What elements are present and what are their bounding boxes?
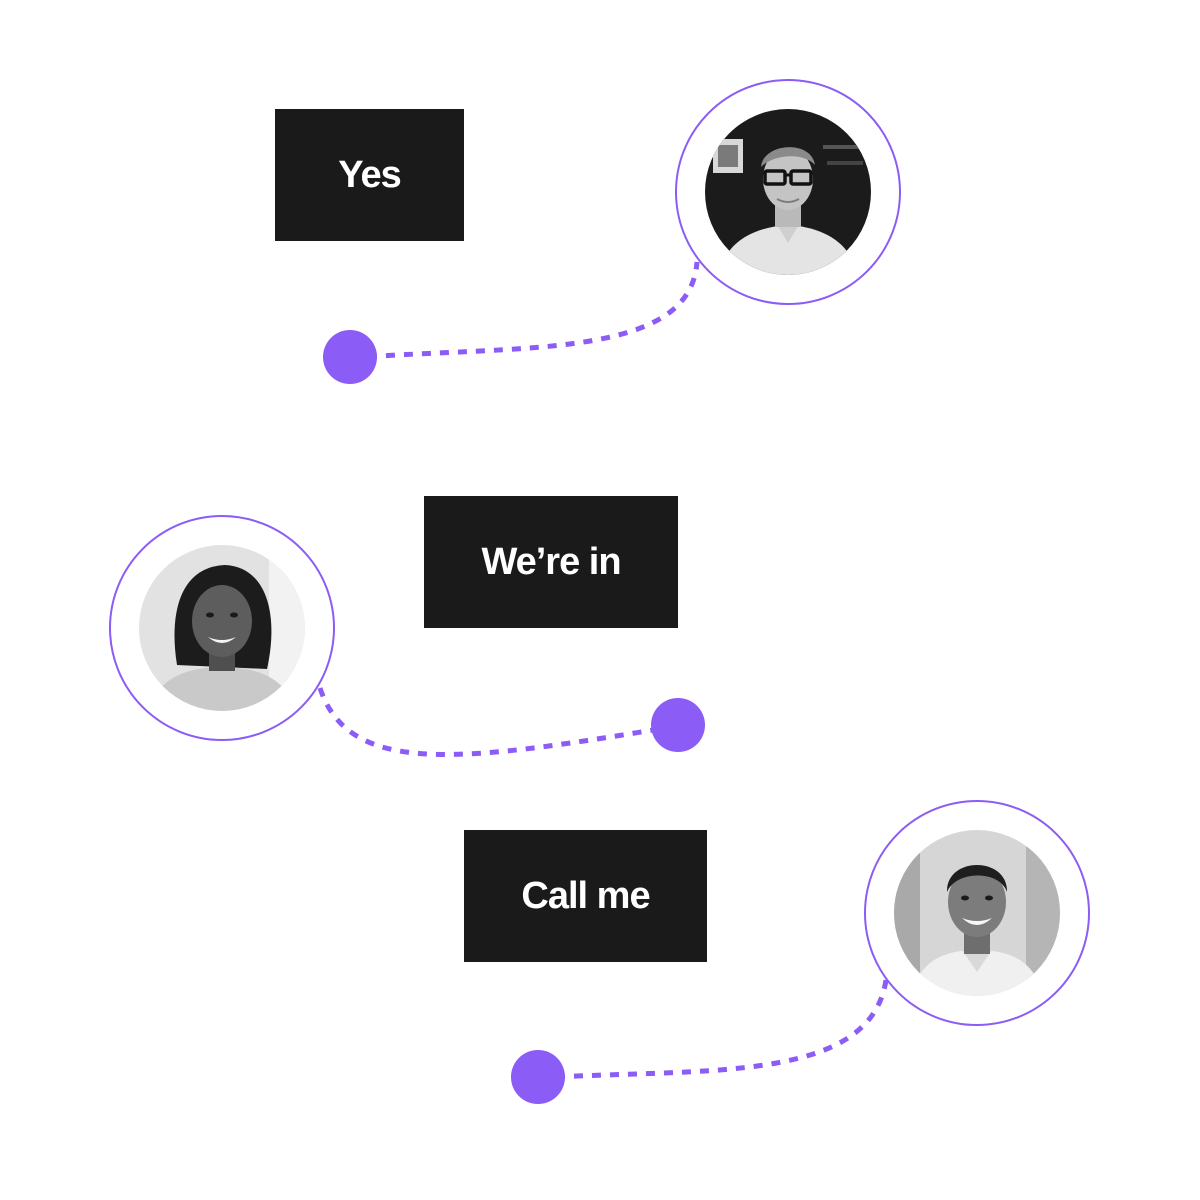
connector-dot-2[interactable] [651,698,705,752]
avatar-man-glasses [705,109,871,275]
connector-path-1 [349,261,700,361]
connector-dot-3[interactable] [511,1050,565,1104]
message-text: Call me [521,874,650,917]
person-photo-icon [894,830,1060,996]
message-text: Yes [338,153,402,196]
message-label-were-in: We’re in [424,496,678,628]
avatar-ring [109,515,335,741]
avatar-ring [675,79,901,305]
connector-path-2 [317,687,679,757]
avatar-smiling-man [894,830,1060,996]
person-photo-icon [705,109,871,275]
message-label-call-me: Call me [464,830,707,962]
message-text: We’re in [481,540,621,583]
message-label-yes: Yes [275,109,464,241]
avatar-ring [864,800,1090,1026]
avatar-smiling-woman [139,545,305,711]
connector-path-3 [537,979,889,1081]
person-photo-icon [139,545,305,711]
connector-dot-1[interactable] [323,330,377,384]
